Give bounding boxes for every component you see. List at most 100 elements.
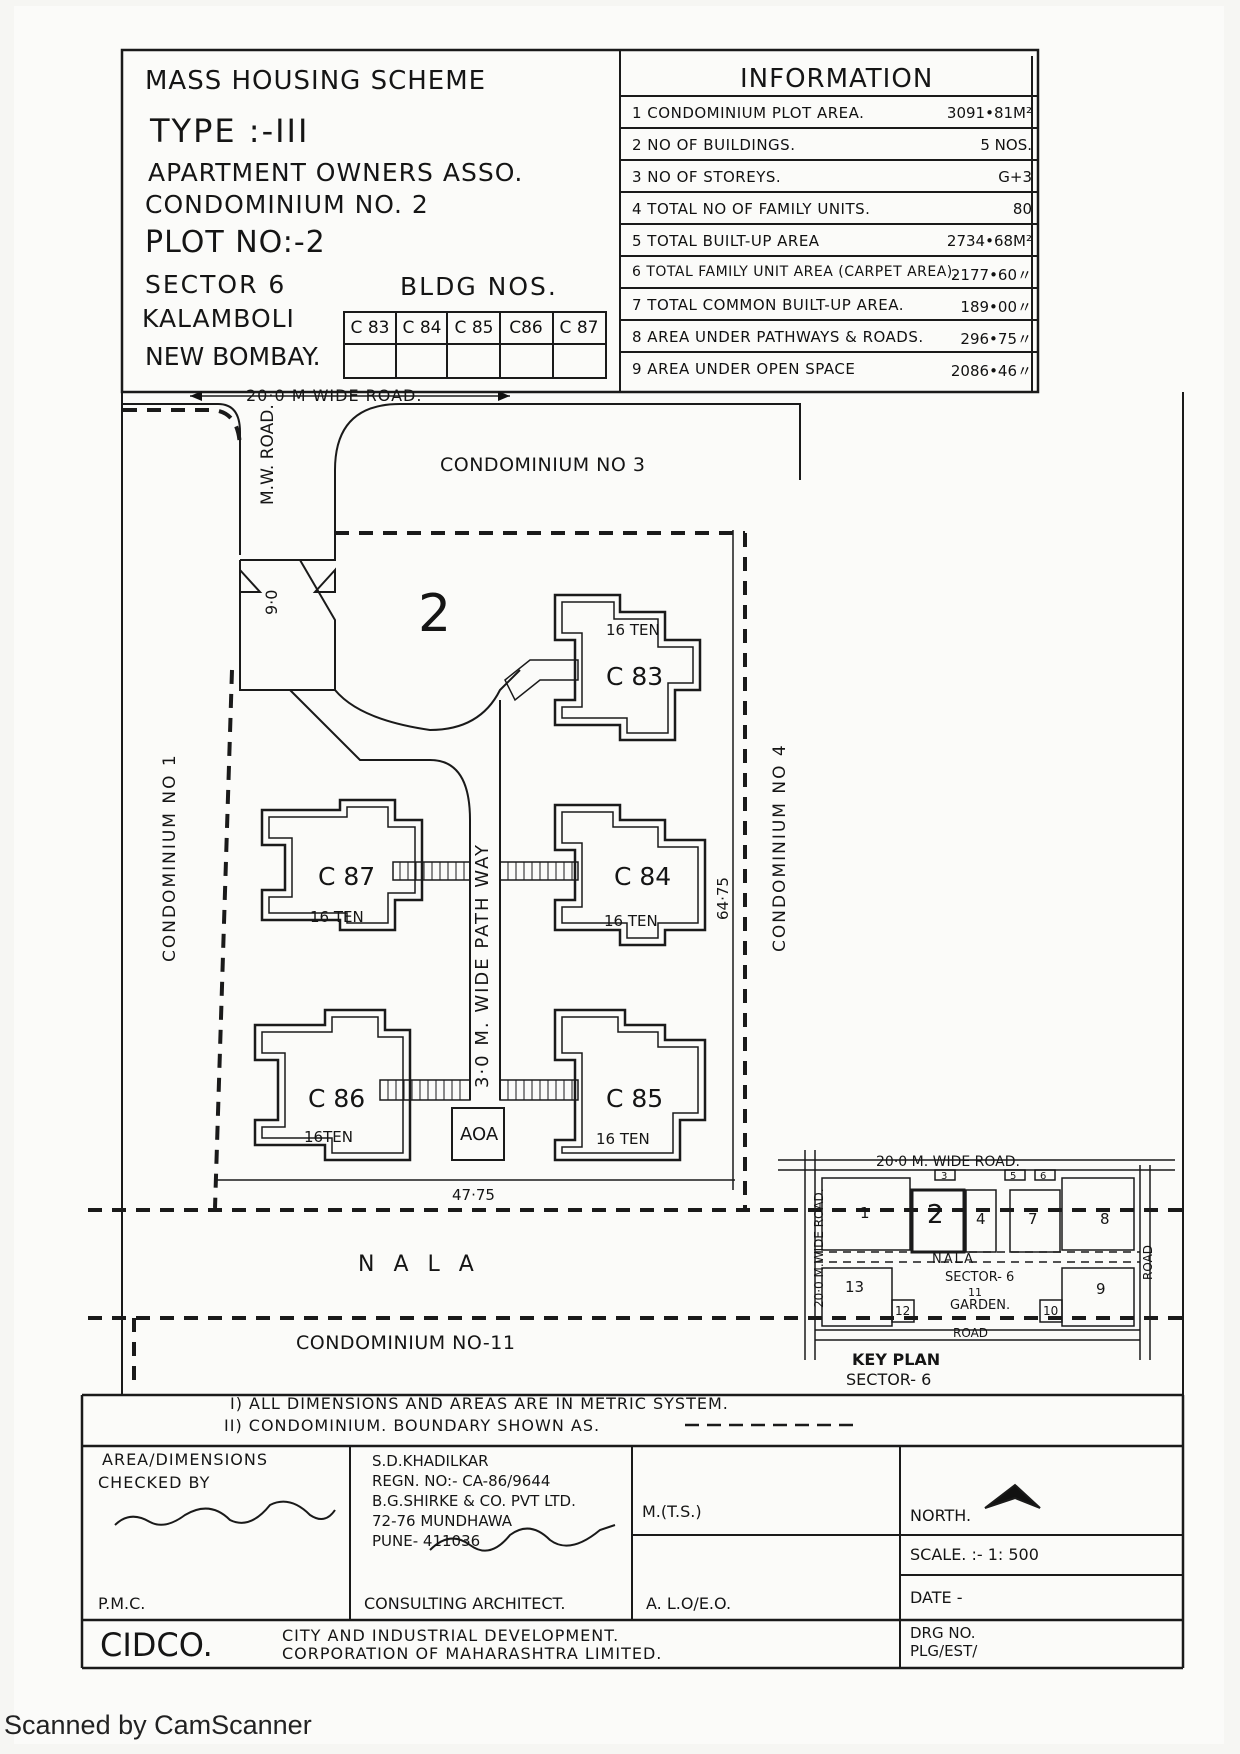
signature-checked: [114, 1500, 336, 1526]
key-plot-2: 2: [927, 1200, 944, 1230]
condo-4-label: CONDOMINIUM NO 4: [770, 743, 790, 952]
dim-height-label: 64·75: [714, 877, 732, 920]
block-units-c83: 16 TEN: [606, 621, 660, 639]
title-frame: [120, 48, 1040, 394]
info-label: 3 NO OF STOREYS.: [632, 168, 782, 186]
block-name-c86: C 86: [308, 1084, 366, 1113]
key-side-road: 20·0 M.WIDE ROAD.: [812, 1188, 826, 1308]
info-row: 6 TOTAL FAMILY UNIT AREA (CARPET AREA).2…: [620, 256, 1038, 288]
internal-road: [289, 689, 471, 1100]
plot-number: 2: [418, 584, 452, 644]
pathway-label: 3·0 M. WIDE PATH WAY: [472, 843, 493, 1088]
top-road-label: 20·0 M WIDE ROAD.: [246, 386, 423, 405]
block-units-c84: 16 TEN: [604, 912, 658, 930]
info-value: 5 NOS.: [980, 136, 1032, 154]
block-units-c85: 16 TEN: [596, 1130, 650, 1148]
key-plot-6: 6: [1040, 1171, 1047, 1182]
mw-road-label: M.W. ROAD.: [258, 404, 278, 505]
info-label: 5 TOTAL BUILT-UP AREA: [632, 232, 820, 250]
info-row: 4 TOTAL NO OF FAMILY UNITS. 80: [620, 192, 1038, 224]
key-plot-5: 5: [1010, 1171, 1017, 1182]
title-line-4: CONDOMINIUM NO. 2: [145, 190, 429, 219]
key-plot-3: 3: [941, 1171, 948, 1182]
info-value: 2177•60〃: [950, 266, 1032, 284]
key-plot-4: 4: [976, 1210, 986, 1228]
road-edge-top: [334, 403, 801, 530]
key-plot-1: 1: [860, 1204, 870, 1222]
key-plot-7: 7: [1028, 1210, 1038, 1228]
aoa-label: AOA: [460, 1124, 499, 1145]
building-c84: [553, 803, 707, 947]
bldg-cell-5: C 87: [559, 318, 599, 338]
bldg-cell-4: C86: [509, 318, 543, 338]
block-name-c83: C 83: [606, 662, 664, 691]
title-line-3: APARTMENT OWNERS ASSO.: [148, 158, 524, 187]
road-edge-left: [122, 403, 241, 555]
note-1: I) ALL DIMENSIONS AND AREAS ARE IN METRI…: [230, 1394, 729, 1413]
info-label: 8 AREA UNDER PATHWAYS & ROADS.: [632, 328, 924, 346]
key-plot-9: 9: [1096, 1280, 1106, 1298]
architect-line-1: S.D.KHADILKAR: [372, 1452, 489, 1470]
block-units-c87: 16 TEN: [310, 908, 364, 926]
info-value: 3091•81M²: [946, 104, 1032, 122]
title-line-5: PLOT NO:-2: [145, 225, 326, 260]
info-value: 2086•46〃: [950, 362, 1032, 380]
info-row: 1 CONDOMINIUM PLOT AREA. 3091•81M²: [620, 96, 1038, 128]
architect-line-4: 72-76 MUNDHAWA: [372, 1512, 513, 1530]
info-value: G+3: [998, 168, 1032, 186]
block-name-c84: C 84: [614, 862, 672, 891]
drg-no-label: DRG NO.: [910, 1624, 976, 1642]
cidco-full-1: CITY AND INDUSTRIAL DEVELOPMENT.: [282, 1626, 620, 1645]
key-right-road: ROAD: [1141, 1244, 1155, 1280]
info-row: 7 TOTAL COMMON BUILT-UP AREA.189•00〃: [620, 288, 1038, 320]
title-line-8: NEW BOMBAY.: [145, 342, 321, 371]
info-row: 2 NO OF BUILDINGS.5 NOS.: [620, 128, 1038, 160]
drg-no-value: PLG/EST/: [910, 1642, 978, 1660]
block-units-c86: 16TEN: [304, 1128, 353, 1146]
pmc-label: P.M.C.: [98, 1594, 146, 1613]
info-grid: [620, 127, 1038, 353]
title-line-2: TYPE :-III: [150, 112, 310, 150]
building-c86: [253, 1008, 412, 1162]
key-top-road: 20·0 M. WIDE ROAD.: [876, 1154, 1020, 1170]
signature-architect: [429, 1524, 616, 1552]
connectors: [379, 659, 579, 1101]
key-plan-subtitle: SECTOR- 6: [846, 1370, 932, 1389]
building-c87: [260, 798, 424, 932]
building-c85: [553, 1008, 707, 1162]
key-garden-num: 11: [968, 1286, 982, 1299]
key-plot-12: 12: [895, 1304, 911, 1318]
condo-1-label: CONDOMINIUM NO 1: [160, 753, 180, 962]
info-value: 2734•68M²: [946, 232, 1032, 250]
key-bottom-road: ROAD: [953, 1326, 989, 1340]
key-nala: NALA: [932, 1252, 976, 1267]
key-plot-8: 8: [1100, 1210, 1110, 1228]
architect-line-2: REGN. NO:- CA-86/9644: [372, 1472, 551, 1490]
info-label: 4 TOTAL NO OF FAMILY UNITS.: [632, 200, 871, 218]
aoa-box: [451, 1107, 505, 1161]
architect-line-3: B.G.SHIRKE & CO. PVT LTD.: [372, 1492, 576, 1510]
info-label: 6 TOTAL FAMILY UNIT AREA (CARPET AREA).: [632, 264, 958, 280]
north-arrow-icon: [984, 1483, 1041, 1509]
info-label: 1 CONDOMINIUM PLOT AREA.: [632, 104, 865, 122]
north-label: NORTH.: [910, 1506, 972, 1525]
condo-3-label: CONDOMINIUM NO 3: [440, 454, 646, 476]
info-value: 80: [1012, 200, 1032, 218]
title-line-7: KALAMBOLI: [142, 304, 295, 333]
key-garden: GARDEN.: [950, 1298, 1011, 1313]
information-header: INFORMATION: [740, 64, 934, 94]
info-row: 5 TOTAL BUILT-UP AREA 2734•68M²: [620, 224, 1038, 256]
title-line-6: SECTOR 6: [145, 270, 287, 299]
info-row: 8 AREA UNDER PATHWAYS & ROADS.296•75〃: [620, 320, 1038, 352]
checked-line-2: CHECKED BY: [98, 1473, 211, 1492]
checked-line-1: AREA/DIMENSIONS: [102, 1450, 269, 1469]
cidco-full-2: CORPORATION OF MAHARASHTRA LIMITED.: [282, 1644, 663, 1663]
key-plot-10: 10: [1043, 1304, 1059, 1318]
bldg-cell-3: C 85: [454, 318, 494, 338]
aloe-label: A. L.O/E.O.: [646, 1594, 732, 1613]
key-plot-13: 13: [845, 1278, 865, 1296]
info-row: 3 NO OF STOREYS. G+3: [620, 160, 1038, 192]
info-value: 189•00〃: [960, 298, 1032, 316]
key-plan: [778, 1150, 1175, 1360]
